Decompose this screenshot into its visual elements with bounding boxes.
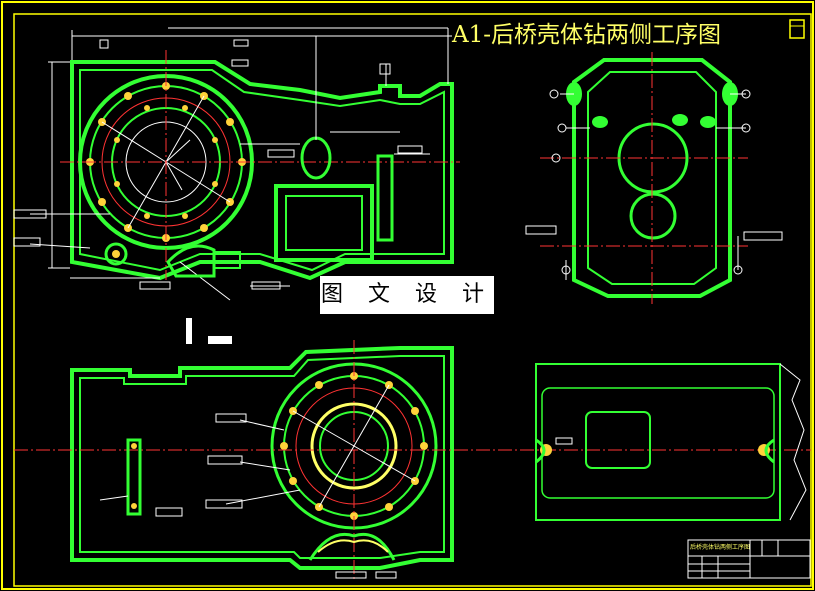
lower-lug-highlight [317, 539, 389, 553]
slot-boss-upper [376, 154, 394, 242]
title-block-name: 后桥壳体钻两侧工序图 [690, 544, 751, 551]
housing-inner-outline [79, 69, 445, 272]
lower-lug-upper [166, 244, 216, 278]
lower-lug [308, 533, 396, 561]
drain-hole [112, 250, 120, 258]
cover-window [274, 184, 374, 262]
lower-housing-inner [79, 355, 445, 559]
title-corner-mark [789, 19, 805, 39]
detail-break-line [779, 363, 807, 521]
lower-bore-highlight [310, 402, 398, 490]
section-outline [572, 58, 732, 298]
lower-housing-outline [70, 346, 454, 570]
housing-outline [70, 60, 454, 281]
front-view-lower [14, 340, 811, 580]
detail-boss-right [764, 438, 775, 464]
detail-boss-left [535, 438, 546, 464]
drawing-title: A1-后桥壳体钻两侧工序图 [452, 22, 722, 48]
oval-port-upper [300, 136, 332, 180]
title-block-grid [687, 539, 811, 579]
callout-tags-upper [13, 39, 423, 290]
detail-window [585, 411, 651, 469]
dimension-lines-upper [29, 27, 452, 301]
side-section-view [525, 52, 783, 304]
section-bore-small [629, 192, 677, 240]
slot-boss-lower [126, 438, 142, 516]
cover-window-inner [285, 195, 363, 251]
section-inner [587, 71, 717, 285]
dimension-lines-lower [99, 384, 416, 579]
drain-boss [104, 242, 128, 266]
marker-bar-1 [186, 318, 192, 344]
section-rib-right [700, 116, 716, 128]
section-dimensions [525, 89, 783, 280]
radial-leaders-upper [101, 95, 231, 229]
rear-detail-view [535, 363, 807, 521]
section-rib-mid [672, 114, 688, 126]
watermark-stamp: 图 文 设 计 [320, 276, 494, 314]
front-view-upper [13, 27, 460, 344]
detail-outline [535, 363, 781, 521]
detail-callout [555, 437, 573, 445]
detail-flange [541, 387, 775, 499]
lower-lug-block [213, 251, 241, 269]
section-rib-left [592, 116, 608, 128]
inner-frame [13, 13, 812, 587]
bolt-hole-pattern-upper [86, 82, 246, 242]
marker-bar-2 [208, 336, 232, 344]
